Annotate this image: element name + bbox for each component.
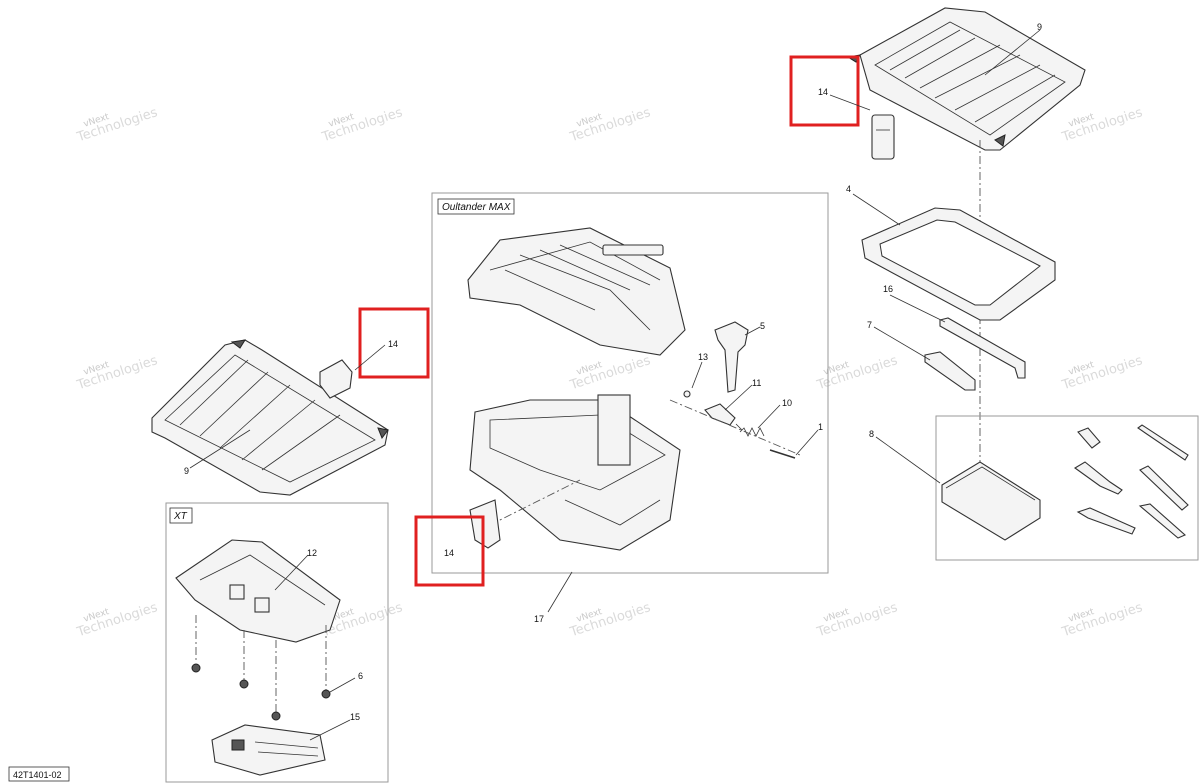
- xt-hinge-15: [211, 724, 326, 776]
- callout-7: 7: [867, 320, 872, 330]
- callout-1: 1: [818, 422, 823, 432]
- leader-1: [795, 429, 819, 456]
- leader-16: [889, 294, 946, 323]
- rack-top-right: [846, 7, 1086, 160]
- gasket-frame: [861, 207, 1056, 321]
- watermark: vNext Technologies: [814, 353, 899, 393]
- watermark: vNext Technologies: [567, 105, 652, 145]
- latch-plate-7: [924, 351, 976, 391]
- watermark: vNext Technologies: [567, 600, 652, 640]
- watermark: vNext Technologies: [74, 105, 159, 145]
- figure-id: 42T1401-02: [13, 770, 62, 780]
- bracket-16: [939, 317, 1026, 379]
- highlight-box-14-left: [358, 307, 430, 379]
- callout-17: 17: [534, 614, 544, 624]
- callout-16: 16: [883, 284, 893, 294]
- leader-11: [724, 384, 753, 411]
- watermark: vNext Technologies: [1059, 353, 1144, 393]
- figure-id-box: [8, 766, 70, 782]
- tools: [1074, 424, 1189, 539]
- leader-10: [757, 404, 781, 429]
- bracket-14-max: [469, 499, 501, 549]
- leader-4: [852, 193, 901, 226]
- callout-4: 4: [846, 184, 851, 194]
- max-panel-label: Oultander MAX: [442, 202, 511, 213]
- callout-8: 8: [869, 429, 874, 439]
- leader-9-top: [984, 29, 1041, 76]
- callout-5: 5: [760, 321, 765, 331]
- leader-14-top: [829, 94, 871, 111]
- callout-6: 6: [358, 671, 363, 681]
- callout-10: 10: [782, 398, 792, 408]
- leader-14-left: [354, 344, 386, 371]
- watermark: vNext Technologies: [319, 105, 404, 145]
- tool-kit-case: [941, 461, 1041, 541]
- watermark: vNext Technologies: [1059, 600, 1144, 640]
- rack-left: [151, 339, 389, 496]
- watermark: vNext Technologies: [74, 353, 159, 393]
- callout-15: 15: [350, 712, 360, 722]
- callout-14-left: 14: [388, 339, 398, 349]
- xt-panel: [165, 502, 389, 783]
- callout-14-mid: 14: [444, 548, 454, 558]
- xt-panel-label-box: [169, 507, 193, 524]
- callout-14-top: 14: [818, 87, 828, 97]
- callout-9-top: 9: [1037, 22, 1042, 32]
- leader-17: [547, 571, 573, 613]
- max-panel: [431, 192, 829, 574]
- xt-panel-label: XT: [173, 511, 188, 522]
- leader-8: [875, 436, 941, 484]
- max-rack: [467, 227, 686, 356]
- callout-12: 12: [307, 548, 317, 558]
- max-panel-label-box: [437, 198, 515, 215]
- leader-7: [873, 326, 931, 361]
- callout-13: 13: [698, 352, 708, 362]
- leader-5: [744, 326, 761, 336]
- callout-11: 11: [752, 378, 761, 388]
- bolt-1: [769, 449, 796, 459]
- assembly-line-bin: [489, 479, 581, 526]
- watermark: vNext Technologies: [567, 353, 652, 393]
- leader-9-left: [189, 429, 251, 469]
- watermark: vNext Technologies: [814, 600, 899, 640]
- spring-10: [735, 423, 765, 437]
- latch-11: [704, 403, 736, 426]
- max-storage-bin: [469, 394, 681, 551]
- watermark: vNext Technologies: [74, 600, 159, 640]
- highlight-box-14-mid: [414, 515, 485, 587]
- fasteners-6: [191, 615, 331, 721]
- pin-13: [683, 390, 691, 398]
- tool-kit-panel: [935, 415, 1199, 561]
- callout-9-left: 9: [184, 466, 189, 476]
- xt-plate-12: [175, 539, 341, 643]
- leader-12: [274, 554, 309, 591]
- highlight-box-14-top: [789, 55, 860, 127]
- handle-5: [714, 321, 749, 393]
- assembly-line-latch: [669, 399, 801, 456]
- watermark: vNext Technologies: [1059, 105, 1144, 145]
- leader-15: [309, 719, 351, 741]
- leader-13: [691, 361, 703, 389]
- leader-6: [329, 677, 356, 693]
